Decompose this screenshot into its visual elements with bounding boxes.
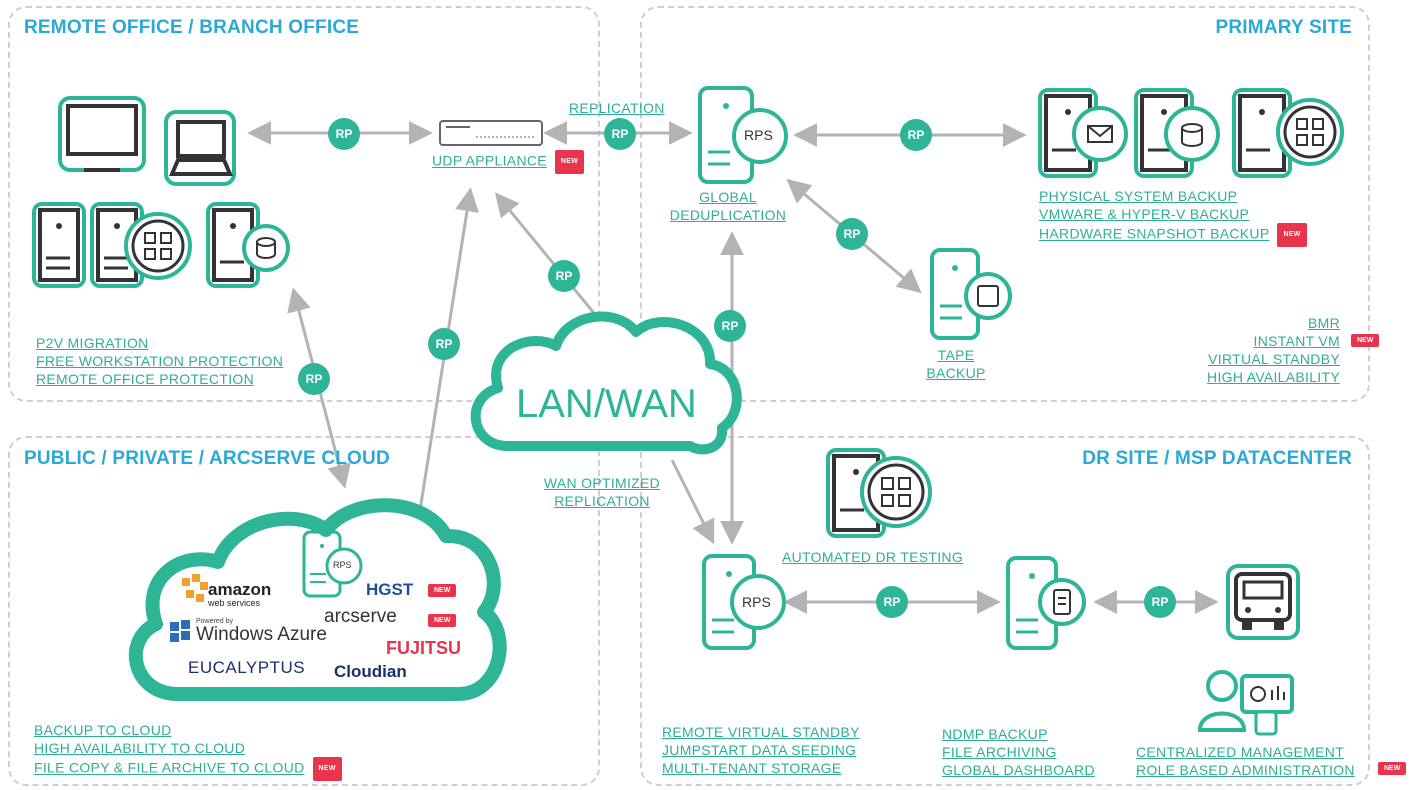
remote-office-title: REMOTE OFFICE / BRANCH OFFICE — [24, 17, 360, 38]
aws-cubes-icon — [182, 574, 208, 602]
desktop-monitor-icon — [58, 96, 146, 172]
rp-badge: RP — [548, 260, 580, 292]
region-primary-site — [640, 6, 1370, 402]
lan-wan-cloud-icon — [470, 311, 742, 455]
cloud-features-list: BACKUP TO CLOUD HIGH AVAILABILITY TO CLO… — [34, 721, 342, 781]
eucalyptus-logo-text: EUCALYPTUS — [188, 658, 306, 677]
list-item: VMWARE & HYPER-V BACKUP — [1039, 206, 1250, 222]
link-wan-appliance — [494, 192, 600, 319]
azure-logo-text: Windows Azure — [196, 624, 327, 645]
arcserve-logo-text: arcserve — [324, 606, 397, 627]
list-item: GLOBAL DASHBOARD — [942, 762, 1095, 778]
new-badge: NEW — [1378, 762, 1407, 775]
remote-features-list: P2V MIGRATION FREE WORKSTATION PROTECTIO… — [36, 334, 283, 388]
list-item: HIGH AVAILABILITY — [1207, 369, 1340, 385]
rp-badge: RP — [328, 118, 360, 150]
list-item: MULTI-TENANT STORAGE — [662, 760, 842, 776]
tape-backup-icon — [930, 248, 1012, 340]
link-wan-dr — [670, 459, 715, 545]
remote-server-icon-1 — [32, 202, 86, 288]
rp-badge: RP — [876, 586, 908, 618]
list-item: PHYSICAL SYSTEM BACKUP — [1039, 188, 1238, 204]
vm-host-icon — [1232, 88, 1344, 178]
primary-rps-label: RPS — [744, 127, 773, 143]
list-item: NDMP BACKUP — [942, 726, 1048, 742]
list-item: FILE ARCHIVING — [942, 744, 1057, 760]
list-item: INSTANT VM — [1253, 333, 1340, 349]
list-item: BMR — [1307, 315, 1340, 331]
amazon-logo-subtext: web services — [208, 598, 261, 608]
list-item: JUMPSTART DATA SEEDING — [662, 742, 857, 758]
replication-label: REPLICATION — [569, 100, 665, 116]
laptop-icon — [164, 110, 236, 186]
dr-rps-label: RPS — [742, 594, 771, 610]
new-badge: NEW — [428, 614, 457, 627]
region-dr-site — [640, 436, 1370, 786]
new-badge: NEW — [1277, 223, 1307, 247]
list-item: ROLE BASED ADMINISTRATION — [1136, 762, 1355, 778]
ndmp-server-icon — [1006, 556, 1086, 650]
primary-recovery-list: BMR INSTANT VM VIRTUAL STANDBY HIGH AVAI… — [1180, 314, 1340, 386]
new-badge: NEW — [1351, 334, 1380, 347]
list-item: VIRTUAL STANDBY — [1208, 351, 1340, 367]
rp-badge: RP — [1144, 586, 1176, 618]
cloud-rps-label: RPS — [333, 560, 352, 570]
database-server-icon — [206, 202, 290, 288]
rp-badge: RP — [604, 118, 636, 150]
list-item: HIGH AVAILABILITY TO CLOUD — [34, 740, 246, 756]
amazon-logo-text: amazon — [208, 580, 272, 599]
management-user-icon — [1197, 670, 1294, 736]
new-badge: NEW — [554, 150, 585, 174]
cloudian-logo-text: Cloudian — [334, 662, 407, 681]
primary-site-title: PRIMARY SITE — [1215, 17, 1352, 38]
rp-badge: RP — [714, 310, 746, 342]
vm-grid-badge-icon — [124, 212, 192, 280]
primary-backup-list: PHYSICAL SYSTEM BACKUP VMWARE & HYPER-V … — [1039, 187, 1307, 247]
cloud-title: PUBLIC / PRIVATE / ARCSERVE CLOUD — [24, 448, 390, 469]
fujitsu-logo-text: FUJITSU — [386, 638, 462, 658]
dr-site-title: DR SITE / MSP DATACENTER — [1082, 448, 1352, 469]
primary-rps-server-icon — [698, 86, 788, 184]
offsite-truck-icon — [1226, 564, 1300, 640]
azure-logo-subtext: Powered by — [196, 618, 233, 625]
dr-management-list: CENTRALIZED MANAGEMENT ROLE BASED ADMINI… — [1136, 743, 1355, 779]
db-server-icon — [1134, 88, 1220, 178]
rp-badge: RP — [900, 119, 932, 151]
azure-flag-icon — [170, 620, 190, 642]
new-badge: NEW — [428, 584, 457, 597]
new-badge: NEW — [312, 757, 342, 781]
list-item: CENTRALIZED MANAGEMENT — [1136, 744, 1345, 760]
list-item: BACKUP TO CLOUD — [34, 722, 172, 738]
list-item: P2V MIGRATION — [36, 335, 149, 351]
udp-appliance-icon — [439, 120, 543, 146]
link-cloud-appliance — [407, 187, 479, 541]
cloud-rps-server-icon — [302, 530, 363, 598]
list-item: REMOTE VIRTUAL STANDBY — [662, 724, 860, 740]
automated-dr-testing-label: AUTOMATED DR TESTING — [782, 549, 964, 565]
dr-testing-server-icon — [826, 448, 932, 538]
dr-ndmp-list: NDMP BACKUP FILE ARCHIVING GLOBAL DASHBO… — [942, 725, 1095, 779]
mail-server-icon — [1038, 88, 1128, 178]
rp-badge: RP — [836, 218, 868, 250]
public-cloud-icon — [128, 498, 507, 701]
dr-standby-list: REMOTE VIRTUAL STANDBY JUMPSTART DATA SE… — [662, 723, 860, 777]
rp-badge: RP — [298, 363, 330, 395]
dr-rps-server-icon — [702, 554, 786, 650]
list-item: FREE WORKSTATION PROTECTION — [36, 353, 284, 369]
rp-badge: RP — [428, 328, 460, 360]
list-item: REMOTE OFFICE PROTECTION — [36, 371, 254, 387]
lan-wan-label: LAN/WAN — [516, 382, 697, 426]
hgst-logo-text: HGST — [366, 580, 414, 599]
